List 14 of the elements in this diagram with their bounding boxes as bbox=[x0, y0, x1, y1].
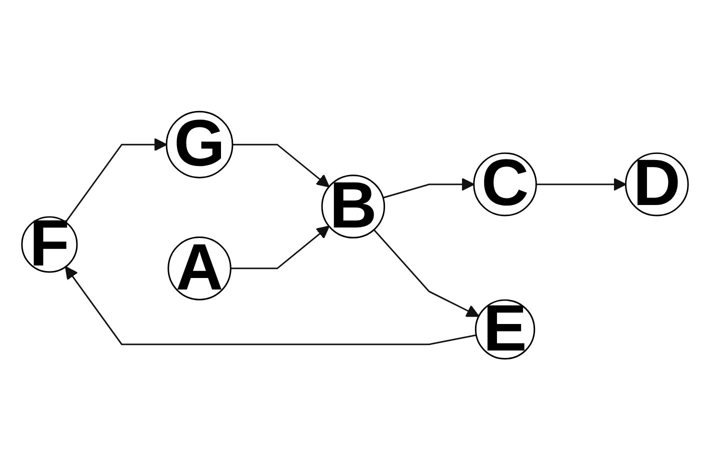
arrow bbox=[382, 178, 474, 198]
arrow bbox=[373, 229, 480, 317]
arrow bbox=[232, 144, 330, 188]
node-circle: A bbox=[168, 236, 232, 300]
arrow bbox=[230, 226, 330, 270]
node-circle: E bbox=[474, 299, 536, 360]
arrow bbox=[65, 266, 476, 346]
node-circle: B bbox=[321, 174, 386, 238]
node-circle: C bbox=[473, 152, 537, 216]
arrow bbox=[536, 178, 626, 191]
node-circle: F bbox=[21, 216, 78, 273]
node-circle: G bbox=[166, 110, 234, 178]
node-circle: D bbox=[624, 152, 689, 216]
arrow bbox=[64, 138, 168, 223]
